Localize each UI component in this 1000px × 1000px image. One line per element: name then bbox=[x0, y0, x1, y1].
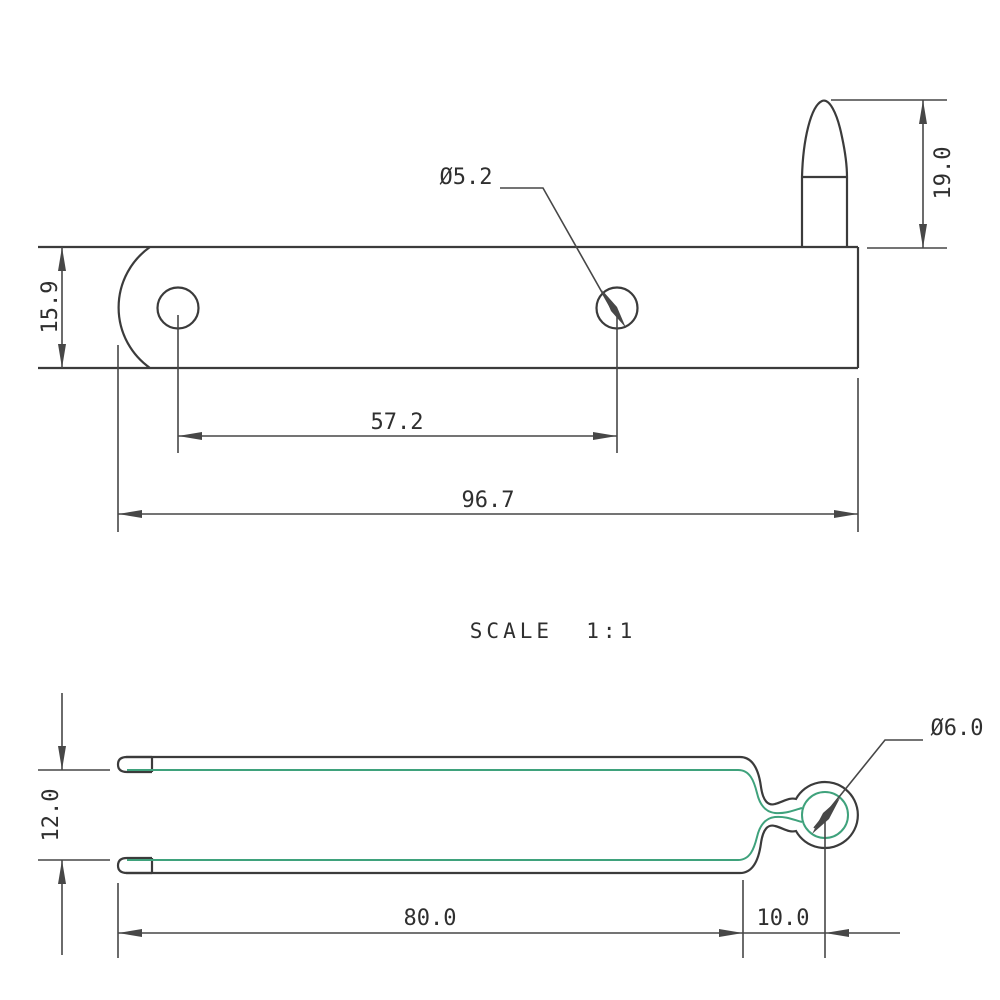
clip-outer-outline bbox=[126, 755, 859, 875]
scale-label: SCALE 1:1 bbox=[470, 619, 636, 643]
pin-outline bbox=[800, 99, 849, 248]
clip-inner-contour-top bbox=[127, 769, 803, 815]
view-clip: 12.0 80.0 10.0 Ø6.0 bbox=[38, 693, 983, 958]
arrowhead bbox=[919, 100, 927, 124]
dim-text-arm-length: 80.0 bbox=[404, 906, 457, 931]
arrowhead bbox=[58, 746, 66, 770]
ext-lines-arm bbox=[117, 820, 826, 958]
clip-end-caps bbox=[116, 755, 154, 875]
arrowhead bbox=[58, 247, 66, 271]
ext-lines-pin-height bbox=[831, 99, 947, 249]
arrowhead bbox=[834, 510, 858, 518]
label-hole-diameter-6-0: Ø6.0 bbox=[931, 716, 984, 741]
arrowhead bbox=[593, 432, 617, 440]
arrowhead bbox=[178, 432, 202, 440]
plate-outline bbox=[38, 245, 860, 370]
ext-lines-hole-spacing bbox=[177, 312, 618, 453]
arrowhead bbox=[58, 860, 66, 884]
dim-text-plate-height: 15.9 bbox=[38, 281, 63, 334]
dim-text-overall-length: 96.7 bbox=[462, 488, 515, 513]
label-hole-diameter-5-2: Ø5.2 bbox=[440, 165, 493, 190]
dim-text-ring-offset: 10.0 bbox=[757, 906, 810, 931]
leader-line-hole-6-0 bbox=[813, 739, 923, 829]
arrowhead bbox=[118, 929, 142, 937]
arrowhead bbox=[825, 929, 849, 937]
view-plate: 15.9 19.0 57.2 96.7 Ø5.2 bbox=[38, 99, 956, 532]
dim-text-gap: 12.0 bbox=[39, 789, 64, 842]
leader-arrow-slash bbox=[602, 290, 626, 328]
arrowhead bbox=[118, 510, 142, 518]
arrowhead bbox=[58, 344, 66, 368]
ext-lines-overall-length bbox=[117, 345, 859, 532]
dim-text-pin-height: 19.0 bbox=[931, 147, 956, 200]
leader-line-hole-5-2 bbox=[500, 187, 613, 311]
clip-inner-contour-bottom bbox=[127, 815, 803, 861]
arrowhead bbox=[719, 929, 743, 937]
arrowhead bbox=[919, 224, 927, 248]
dim-text-hole-spacing: 57.2 bbox=[371, 410, 424, 435]
leader-arrow-slash bbox=[812, 798, 840, 834]
ext-ticks-gap bbox=[38, 769, 110, 861]
